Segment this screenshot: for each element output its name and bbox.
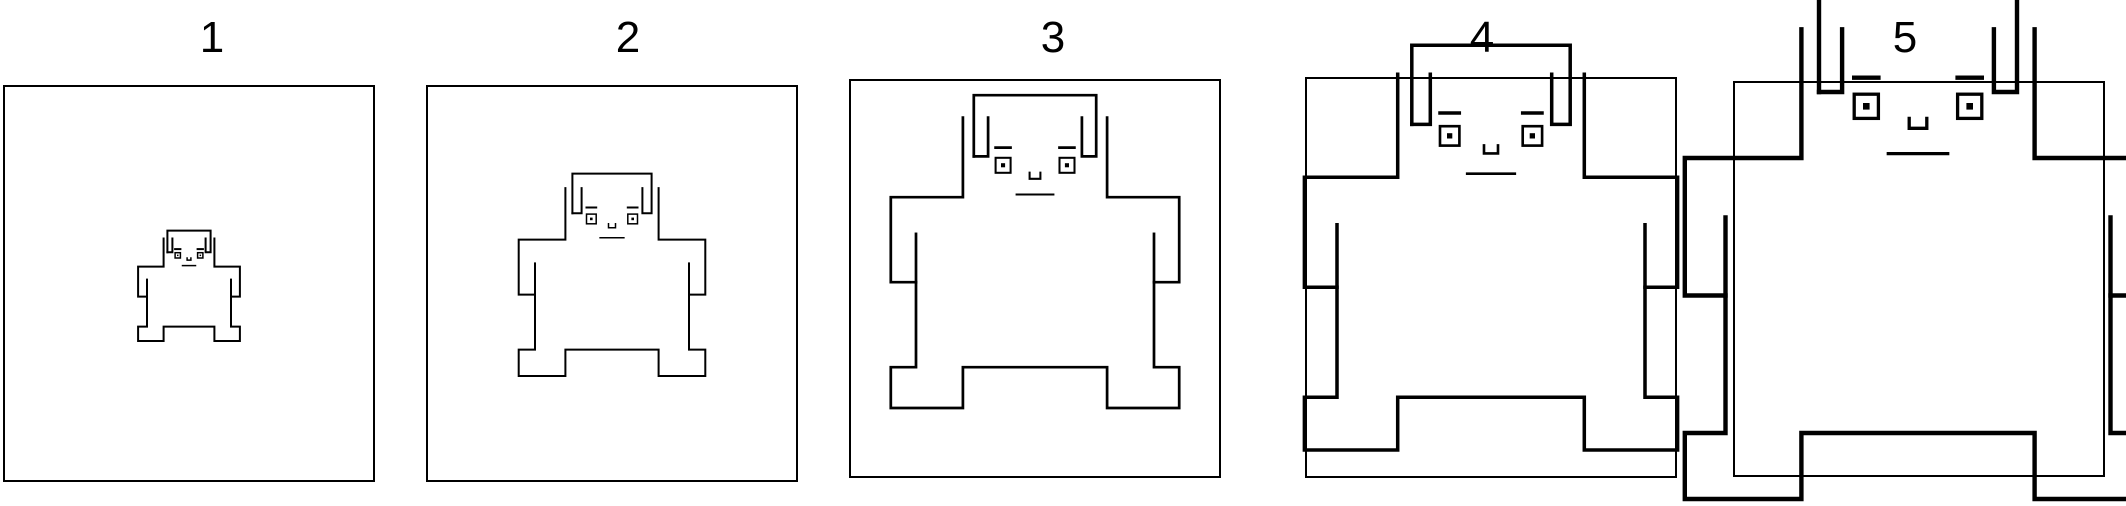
robot-figure-2	[517, 172, 707, 377]
robot-mouth	[1028, 171, 1042, 180]
robot-hair-left-side	[166, 237, 174, 254]
panel-4: 4	[1302, 13, 1680, 478]
right-eye-pupil	[631, 217, 634, 221]
robot-hair-outline	[1410, 43, 1572, 127]
frame-2	[426, 85, 798, 482]
panel-number-2: 2	[616, 13, 640, 62]
left-eye-pupil	[1863, 103, 1870, 110]
left-eye-pupil	[590, 217, 593, 221]
panel-number-4: 4	[1470, 13, 1494, 62]
robot-hair-left-side	[972, 116, 990, 158]
left-eye-pupil	[177, 254, 179, 257]
robot-figure-4	[1302, 43, 1680, 452]
left-eye-outline	[174, 251, 182, 259]
robot-hair-left-side	[571, 187, 583, 215]
robot-mouth	[186, 257, 192, 261]
right-eye-outline	[627, 213, 639, 225]
frame-4	[1305, 77, 1677, 478]
right-eye-outline	[1521, 124, 1544, 147]
robot-body-outline	[137, 237, 241, 342]
robot-hair-outline	[166, 229, 212, 254]
right-eye-outline	[1955, 92, 1984, 121]
robot-body-outline	[1302, 72, 1680, 452]
right-eye-pupil	[199, 254, 202, 257]
left-eye-outline	[994, 156, 1012, 174]
robot-hair-outline	[571, 172, 653, 215]
panel-3: 3	[849, 13, 1221, 478]
right-eye-pupil	[1064, 163, 1069, 168]
frame-1	[3, 85, 375, 482]
panel-number-5: 5	[1893, 13, 1917, 62]
right-eye-pupil	[1529, 133, 1535, 139]
robot-hair-outline	[972, 93, 1098, 158]
robot-figure-1	[137, 229, 241, 342]
robot-body-outline	[889, 116, 1181, 410]
panel-number-3: 3	[1041, 13, 1065, 62]
left-eye-outline	[1438, 124, 1461, 147]
robot-hair-left-side	[1816, 27, 1845, 95]
frame-3	[849, 79, 1221, 478]
robot-mouth	[1907, 116, 1929, 130]
robot-body-outline	[1682, 27, 2126, 502]
panel-2: 2	[426, 13, 798, 482]
robot-figure-3	[889, 93, 1181, 410]
left-eye-pupil	[1001, 163, 1006, 168]
right-eye-outline	[196, 251, 204, 259]
robot-hair-left-side	[1410, 72, 1433, 127]
panel-5: 5	[1682, 0, 2126, 502]
robot-hair-outline	[1816, 0, 2020, 95]
right-eye-outline	[1058, 156, 1076, 174]
robot-body-outline	[517, 187, 707, 377]
left-eye-pupil	[1447, 133, 1453, 139]
robot-figure-5	[1682, 0, 2126, 502]
right-eye-pupil	[1966, 103, 1973, 110]
panel-number-1: 1	[200, 13, 224, 62]
left-eye-outline	[1852, 92, 1881, 121]
left-eye-outline	[585, 213, 597, 225]
frame-5	[1733, 81, 2105, 477]
robot-mouth	[1482, 144, 1500, 155]
robot-mouth	[607, 223, 617, 229]
panel-1: 1	[3, 13, 375, 482]
